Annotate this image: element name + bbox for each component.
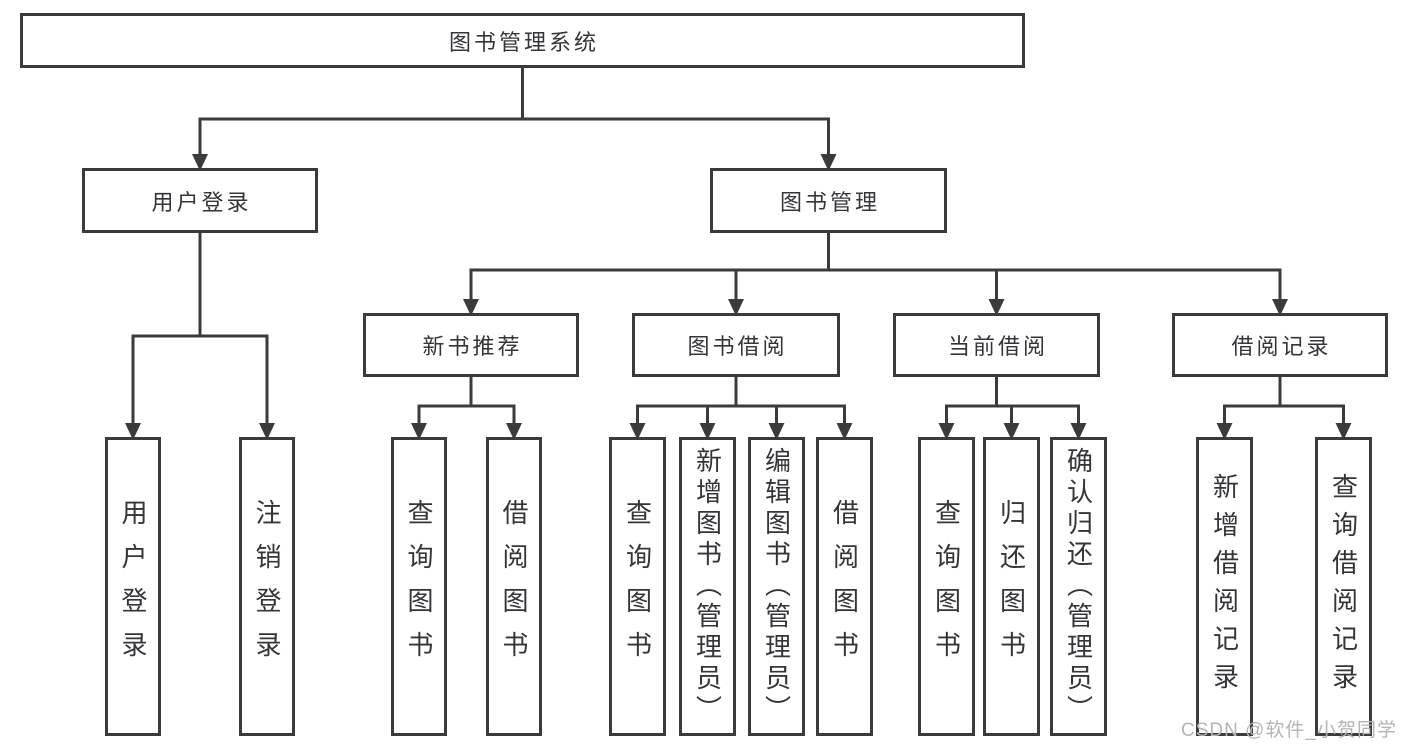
node-edit-books-admin: 编辑图书（管理员） bbox=[748, 437, 805, 736]
node-current-borrowing: 当前借阅 bbox=[893, 313, 1100, 377]
arrowhead-icon bbox=[125, 423, 141, 440]
watermark-text: CSDN @软件_小贺同学 bbox=[1181, 720, 1397, 741]
node-logout-action: 注销登录 bbox=[239, 437, 295, 736]
node-borrow-books-action: 借阅图书 bbox=[816, 437, 873, 736]
node-label: 图书借阅 bbox=[687, 334, 788, 359]
arrowhead-icon bbox=[768, 423, 785, 440]
arrowhead-icon bbox=[1003, 423, 1020, 440]
arrowhead-icon bbox=[629, 423, 646, 440]
node-label: 新增图书（管理员） bbox=[692, 447, 723, 726]
node-label: 查询图书 bbox=[931, 498, 962, 675]
node-label: 图书管理系统 bbox=[448, 29, 599, 55]
node-borrowing-records: 借阅记录 bbox=[1172, 313, 1388, 377]
node-label: 借阅记录 bbox=[1231, 334, 1332, 359]
node-add-books-admin: 新增图书（管理员） bbox=[679, 437, 736, 736]
arrowhead-icon bbox=[192, 154, 208, 171]
node-label: 图书管理 bbox=[779, 189, 880, 215]
arrowhead-icon bbox=[728, 299, 744, 316]
node-label: 借阅图书 bbox=[499, 498, 529, 675]
node-label: 新增借阅记录 bbox=[1209, 472, 1240, 701]
node-label: 查询图书 bbox=[404, 498, 434, 675]
node-return-books: 归还图书 bbox=[983, 437, 1040, 736]
node-label: 注销登录 bbox=[252, 498, 282, 675]
node-book-management: 图书管理 bbox=[710, 168, 947, 233]
node-label: 查询图书 bbox=[622, 498, 653, 675]
node-label: 当前借阅 bbox=[947, 334, 1048, 359]
node-label: 用户登录 bbox=[118, 498, 148, 675]
node-new-book-recommendation: 新书推荐 bbox=[363, 313, 579, 377]
node-label: 新书推荐 bbox=[422, 334, 523, 359]
arrowhead-icon bbox=[1272, 299, 1288, 316]
node-label: 归还图书 bbox=[996, 498, 1027, 675]
node-query-books-current: 查询图书 bbox=[918, 437, 975, 736]
arrowhead-icon bbox=[988, 299, 1005, 316]
node-label: 编辑图书（管理员） bbox=[761, 447, 792, 726]
arrowhead-icon bbox=[411, 423, 427, 440]
node-borrow-books-recommend: 借阅图书 bbox=[486, 437, 542, 736]
node-label: 确认归还（管理员） bbox=[1063, 447, 1094, 726]
arrowhead-icon bbox=[699, 423, 716, 440]
arrowhead-icon bbox=[463, 299, 479, 316]
arrowhead-icon bbox=[1070, 423, 1087, 440]
node-add-borrow-record: 新增借阅记录 bbox=[1196, 437, 1253, 736]
arrowhead-icon bbox=[820, 154, 837, 171]
node-query-borrow-record: 查询借阅记录 bbox=[1315, 437, 1372, 736]
arrowhead-icon bbox=[938, 423, 955, 440]
node-query-books-borrow: 查询图书 bbox=[609, 437, 666, 736]
node-book-borrowing: 图书借阅 bbox=[632, 313, 840, 377]
arrowhead-icon bbox=[506, 423, 522, 440]
arrowhead-icon bbox=[259, 423, 275, 440]
node-label: 借阅图书 bbox=[829, 498, 860, 675]
node-user-login: 用户登录 bbox=[82, 168, 318, 233]
arrowhead-icon bbox=[1216, 423, 1233, 440]
node-label: 查询借阅记录 bbox=[1328, 472, 1359, 701]
node-user-login-action: 用户登录 bbox=[105, 437, 161, 736]
node-confirm-return-admin: 确认归还（管理员） bbox=[1050, 437, 1107, 736]
node-query-books-recommend: 查询图书 bbox=[391, 437, 447, 736]
arrowhead-icon bbox=[836, 423, 853, 440]
node-label: 用户登录 bbox=[151, 189, 252, 215]
arrowhead-icon bbox=[1335, 423, 1352, 440]
node-library-management-system: 图书管理系统 bbox=[20, 13, 1025, 68]
